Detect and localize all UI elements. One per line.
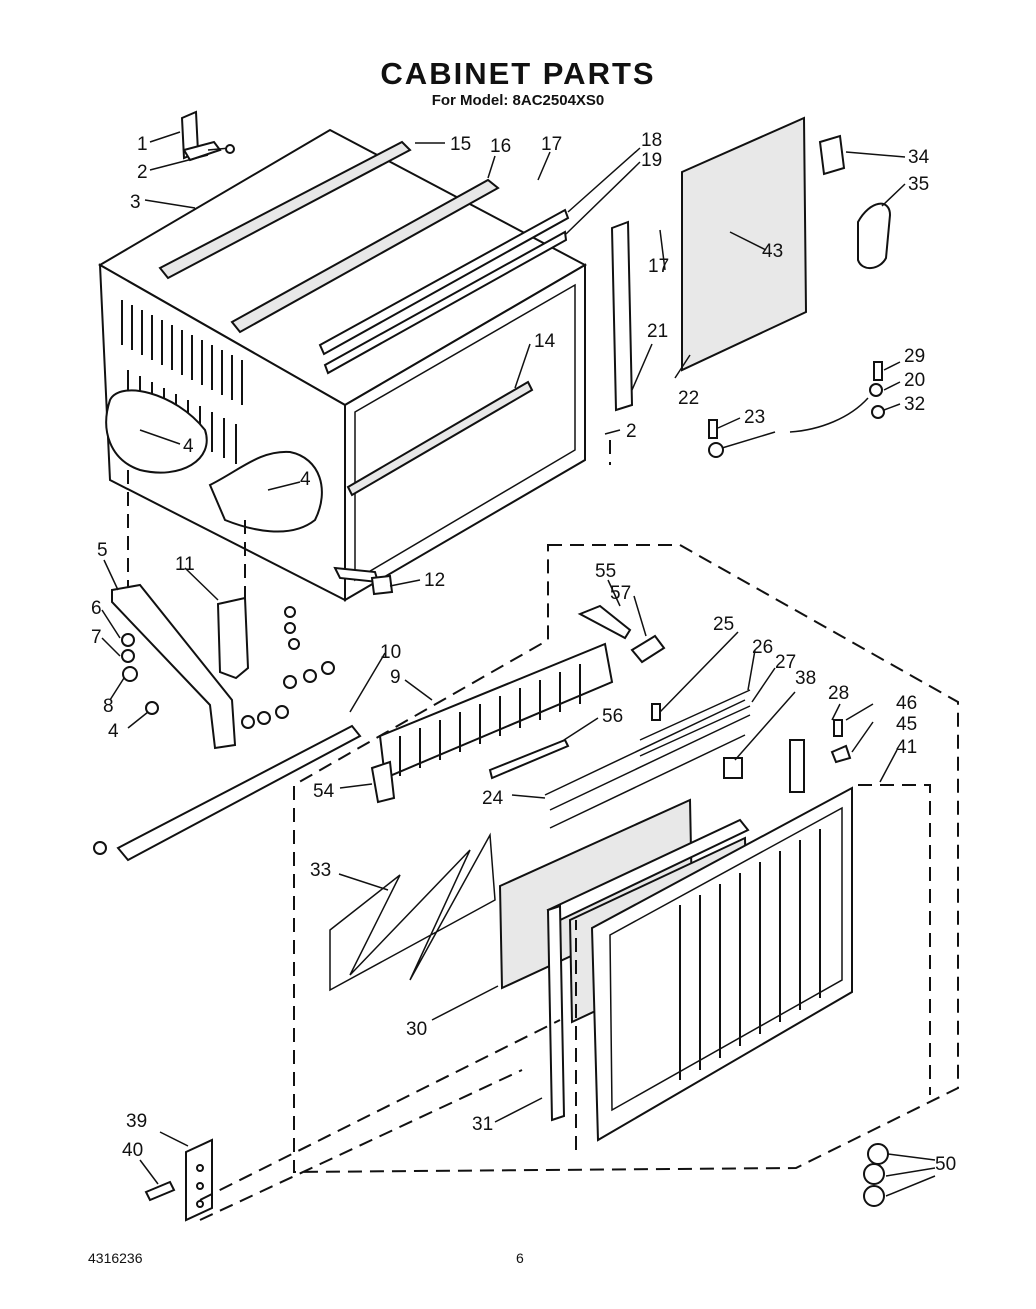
- callout-23: 23: [744, 407, 765, 428]
- pin-part-40: [144, 1180, 176, 1202]
- document-number: 4316236: [88, 1250, 143, 1266]
- screw-icon: [708, 361, 885, 439]
- callout-38: 38: [795, 668, 816, 689]
- foam-panel-part-22: [681, 116, 808, 372]
- callout-28: 28: [828, 683, 849, 704]
- foam-strip-part-14: [346, 380, 534, 497]
- bracket-part-5: [111, 583, 237, 750]
- callout-57: 57: [610, 583, 631, 604]
- callout-40: 40: [122, 1140, 143, 1161]
- callout-39: 39: [126, 1111, 147, 1132]
- bar-part-19: [323, 230, 568, 375]
- callout-9: 9: [390, 667, 401, 688]
- callout-55: 55: [595, 561, 616, 582]
- callout-29: 29: [904, 346, 925, 367]
- callout-7: 7: [91, 627, 102, 648]
- rail-part-10: [116, 724, 362, 862]
- callout-2b: 2: [626, 421, 637, 442]
- callout-56: 56: [602, 706, 623, 727]
- callout-3: 3: [130, 192, 141, 213]
- callout-4a: 4: [183, 436, 194, 457]
- callout-24: 24: [482, 788, 504, 809]
- callout-33: 33: [310, 860, 331, 881]
- callout-21: 21: [647, 321, 668, 342]
- callout-5: 5: [97, 540, 108, 561]
- callout-50: 50: [935, 1154, 956, 1175]
- callout-6: 6: [91, 598, 102, 619]
- page-title: CABINET PARTS: [380, 56, 656, 91]
- foam-strip-part-15: [158, 140, 412, 280]
- bracket-part-11: [216, 596, 250, 680]
- callout-41: 41: [896, 737, 917, 758]
- callout-22: 22: [678, 388, 699, 409]
- callout-26: 26: [752, 637, 773, 658]
- callout-14: 14: [534, 331, 556, 352]
- ground-wire-part-23: [708, 383, 883, 458]
- callout-12: 12: [424, 570, 445, 591]
- page-number: 6: [516, 1250, 524, 1266]
- coil-part-33: [329, 832, 496, 992]
- lever-part-55: [577, 604, 632, 640]
- bracket-part-35: [857, 202, 892, 269]
- foam-strip-part-16: [230, 178, 500, 334]
- callout-27: 27: [775, 652, 796, 673]
- clip-part-38: [723, 757, 743, 779]
- model-subtitle: For Model: 8AC2504XS0: [431, 92, 605, 109]
- callout-43: 43: [762, 241, 783, 262]
- callout-54: 54: [313, 781, 335, 802]
- callout-10: 10: [380, 642, 401, 663]
- callout-20: 20: [904, 370, 925, 391]
- block-part-34: [818, 134, 846, 176]
- callout-16: 16: [490, 136, 511, 157]
- callout-2: 2: [137, 162, 148, 183]
- callout-19: 19: [641, 150, 662, 171]
- filter-clip-set: [544, 689, 751, 829]
- knob-part-50: [863, 1143, 889, 1207]
- callout-11: 11: [175, 554, 195, 575]
- callout-1: 1: [137, 134, 148, 155]
- bar-part-18: [318, 208, 570, 356]
- clip-part-57: [630, 634, 666, 664]
- louver-assembly-part-9: [370, 642, 614, 804]
- callout-labels: 1 2 3 15 16 17 18 19 34 35 43 17 21 22 1…: [91, 130, 956, 1175]
- callout-8: 8: [103, 696, 114, 717]
- callout-15: 15: [450, 134, 471, 155]
- callout-25: 25: [713, 614, 734, 635]
- screw-icon: [93, 606, 335, 855]
- front-grille-icon: [590, 786, 853, 1142]
- callout-34: 34: [908, 147, 930, 168]
- callout-18: 18: [641, 130, 662, 151]
- strip-part-28: [789, 739, 805, 793]
- screw-icon: [207, 144, 235, 154]
- screw-icon: [830, 719, 852, 764]
- callout-45: 45: [896, 714, 917, 735]
- callout-30: 30: [406, 1019, 427, 1040]
- callout-46: 46: [896, 693, 917, 714]
- callout-17: 17: [541, 134, 562, 155]
- callout-4b: 4: [300, 469, 311, 490]
- plate-part-39: [185, 1138, 213, 1222]
- leader-lines: [101, 131, 936, 1197]
- callout-35: 35: [908, 174, 929, 195]
- callout-31: 31: [472, 1114, 493, 1135]
- callout-4c: 4: [108, 721, 119, 742]
- bracket-part-1: [180, 110, 222, 162]
- side-strip-part-21: [610, 220, 634, 412]
- callout-17b: 17: [648, 256, 669, 277]
- callout-32: 32: [904, 394, 925, 415]
- rail-part-56: [488, 738, 570, 780]
- assembly-boundary: [127, 440, 959, 1221]
